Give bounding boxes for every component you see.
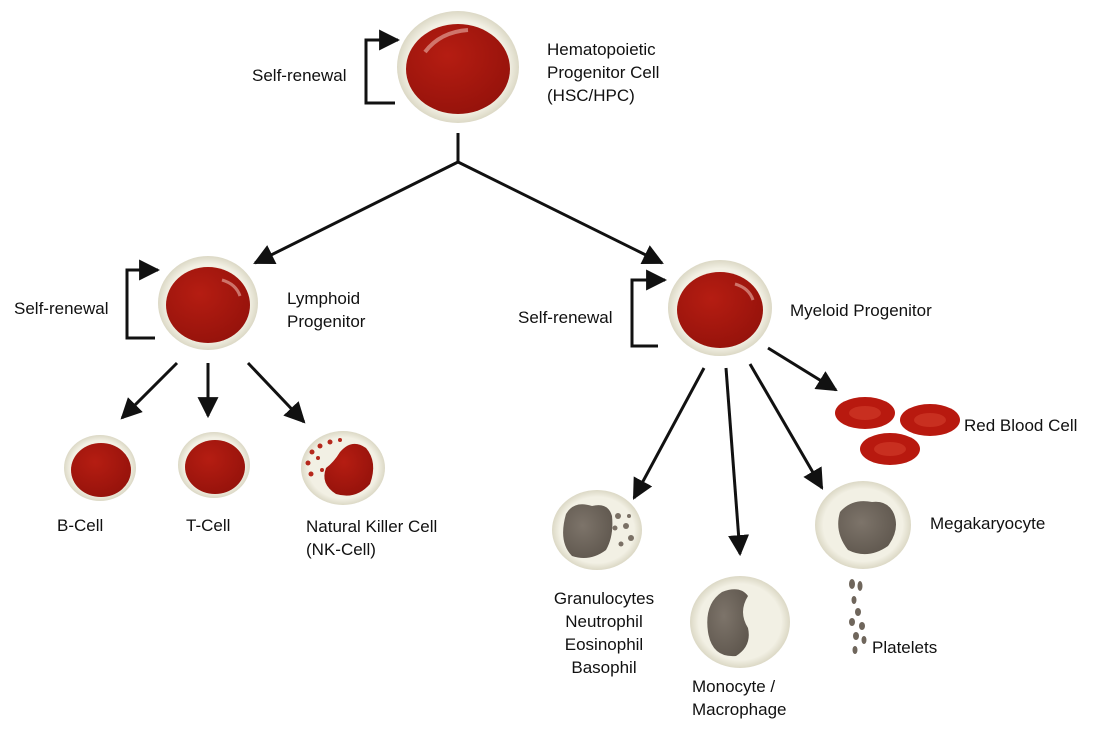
lymphoid-self-renewal-bracket (125, 259, 161, 340)
lymphoid-progenitor-cell (158, 256, 258, 350)
nk-cell-label-line2: (NK-Cell) (306, 540, 376, 559)
nk-cell (301, 431, 385, 505)
lymphoid-label-line2: Progenitor (287, 312, 366, 331)
b-cell-label: B-Cell (57, 516, 103, 535)
megakaryocyte-cell (815, 481, 911, 569)
lymphoid-arrows (120, 361, 306, 424)
granulocytes-label-line4: Basophil (571, 658, 636, 677)
monocyte-cell (690, 576, 790, 668)
granulocytes-label-line3: Eosinophil (565, 635, 643, 654)
hsc-self-renewal-bracket (364, 29, 401, 105)
hsc-cell (397, 11, 519, 123)
granulocytes-label-line1: Granulocytes (554, 589, 654, 608)
t-cell-label: T-Cell (186, 516, 230, 535)
platelets-label: Platelets (872, 638, 937, 657)
hsc-label-line3: (HSC/HPC) (547, 86, 635, 105)
monocyte-label-line1: Monocyte / (692, 677, 775, 696)
myeloid-label: Myeloid Progenitor (790, 301, 932, 320)
megakaryocyte-label: Megakaryocyte (930, 514, 1045, 533)
hsc-label-line1: Hematopoietic (547, 40, 656, 59)
rbc-label: Red Blood Cell (964, 416, 1077, 435)
nk-cell-label-line1: Natural Killer Cell (306, 517, 437, 536)
myeloid-self-renewal-bracket (630, 269, 668, 348)
monocyte-label-line2: Macrophage (692, 700, 787, 719)
granulocyte-cell (552, 490, 642, 570)
t-cell (178, 432, 250, 498)
hsc-label-line2: Progenitor Cell (547, 63, 659, 82)
hsc-self-renewal-label: Self-renewal (252, 66, 347, 85)
red-blood-cells (835, 397, 960, 465)
b-cell (64, 435, 136, 501)
lymphoid-label-line1: Lymphoid (287, 289, 360, 308)
hsc-branch-arrows (253, 133, 664, 265)
myeloid-progenitor-cell (668, 260, 772, 356)
granulocytes-label-line2: Neutrophil (565, 612, 643, 631)
myeloid-self-renewal-label: Self-renewal (518, 308, 613, 327)
platelets (849, 579, 867, 654)
lymphoid-self-renewal-label: Self-renewal (14, 299, 109, 318)
myeloid-arrows (632, 346, 838, 557)
